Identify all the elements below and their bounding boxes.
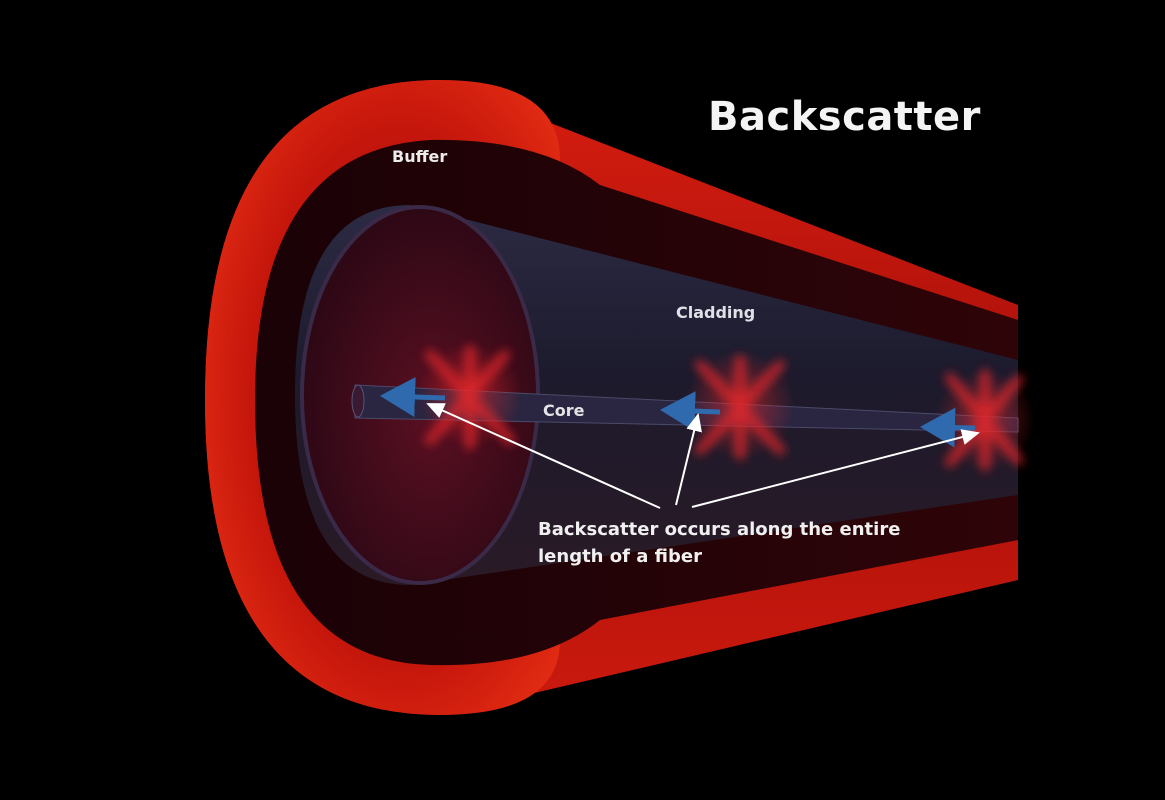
backscatter-arrows [380, 377, 976, 448]
core-label: Core [543, 401, 585, 420]
scatter-point-2 [685, 350, 795, 460]
pointer-arrows [426, 403, 980, 509]
buffer-label: Buffer [392, 147, 448, 166]
caption: Backscatter occurs along the entire leng… [538, 516, 901, 570]
core-end [351, 384, 365, 418]
diagram-title: Backscatter [708, 94, 981, 140]
scatter-point-3 [935, 369, 1035, 471]
caption-line-1: Backscatter occurs along the entire [538, 519, 901, 540]
caption-line-2: length of a fiber [538, 546, 702, 567]
cladding-label: Cladding [676, 303, 756, 322]
scatter-point-1 [418, 343, 522, 450]
